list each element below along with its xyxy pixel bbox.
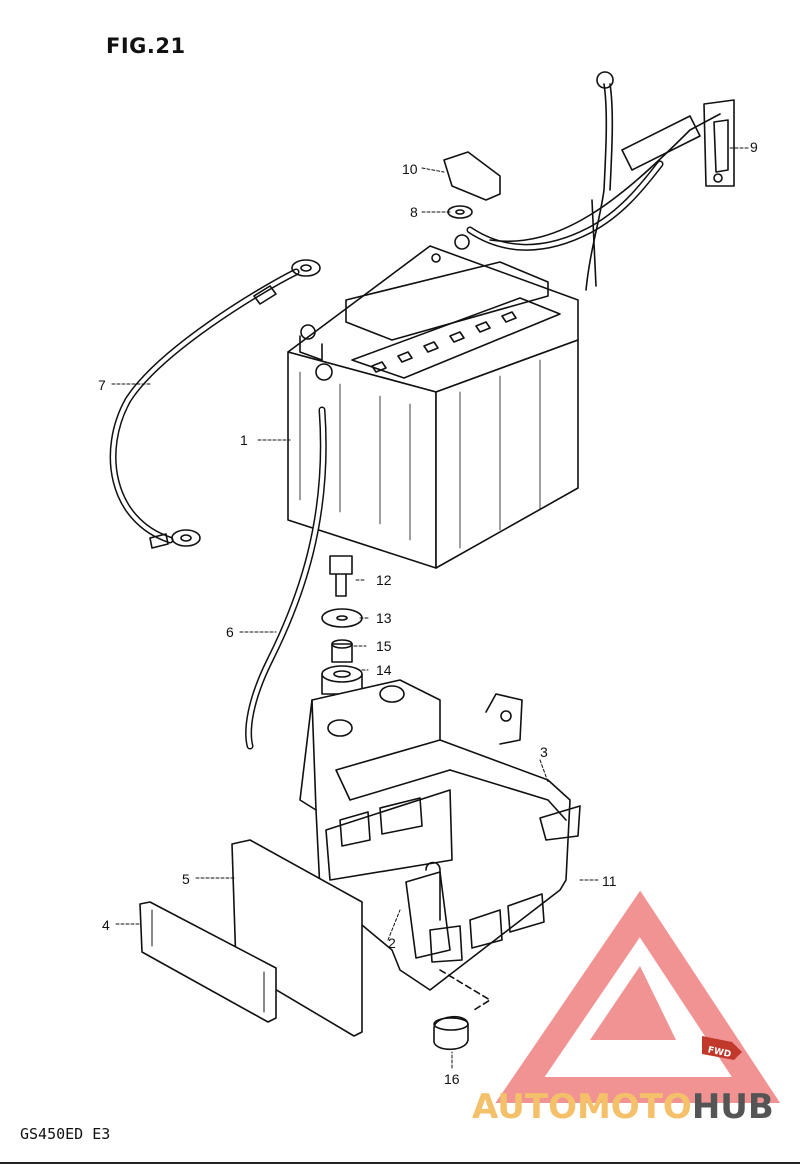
callout-9: 9: [750, 139, 758, 155]
bottom-border: [0, 1162, 800, 1164]
band: [139, 901, 277, 1023]
washer: [321, 608, 363, 628]
callout-2: 2: [388, 935, 396, 951]
callout-4: 4: [102, 917, 110, 933]
callout-16: 16: [444, 1071, 460, 1087]
watermark-text: AUTOMOTOHUB: [472, 1087, 774, 1127]
battery: [287, 234, 579, 569]
callout-11: 11: [602, 873, 617, 889]
callout-12: 12: [376, 572, 392, 588]
callout-13: 13: [376, 610, 392, 626]
collar: [331, 643, 353, 663]
watermark-brand-1: AUTOMOTO: [472, 1087, 692, 1127]
watermark-logo: FWD: [495, 890, 781, 1103]
callout-1: 1: [240, 432, 248, 448]
cap: [433, 1016, 469, 1051]
figure-title: FIG.21: [106, 34, 186, 58]
bolt: [329, 555, 353, 597]
callout-6: 6: [226, 624, 234, 640]
positive-cable: [466, 160, 664, 251]
callout-3: 3: [540, 744, 548, 760]
callout-10: 10: [402, 161, 418, 177]
watermark-brand-2: HUB: [692, 1087, 774, 1127]
fwd-label: FWD: [707, 1045, 732, 1060]
callout-15: 15: [376, 638, 392, 654]
callout-7: 7: [98, 377, 106, 393]
model-code: GS450ED E3: [20, 1125, 111, 1143]
battery-holder: [299, 679, 581, 991]
callout-5: 5: [182, 871, 190, 887]
fwd-arrow-icon: FWD: [702, 1036, 742, 1060]
callout-8: 8: [410, 204, 418, 220]
callout-14: 14: [376, 662, 392, 678]
negative-cable: [109, 268, 300, 544]
